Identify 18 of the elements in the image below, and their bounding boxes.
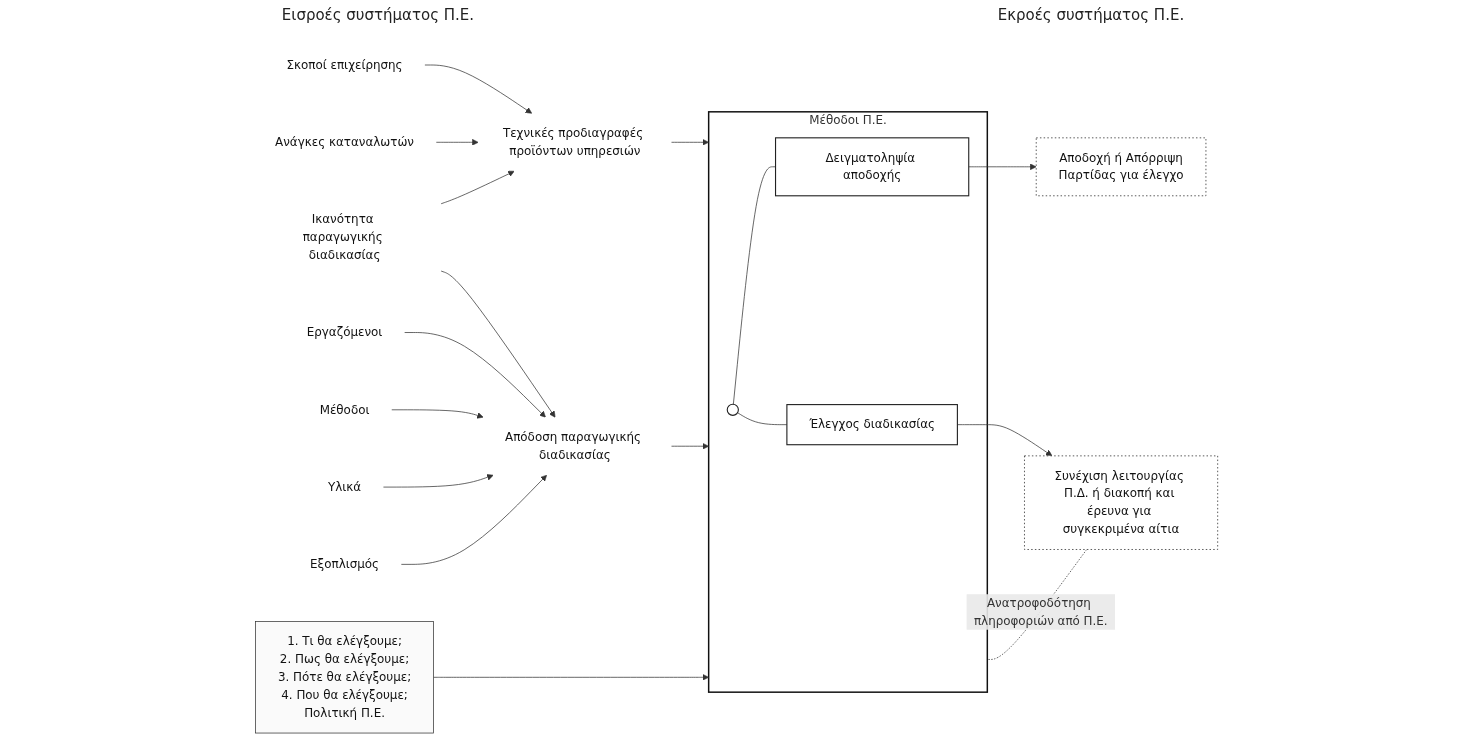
node-text: Υλικά — [328, 479, 362, 494]
node-box: 1. Τι θα ελέγξουμε; 2. Πως θα ελέγξουμε; 3. Πότε θα ελέγξουμε; 4. Που θα ελέγξουμε; Πολιτική Π.Ε. — [255, 621, 435, 734]
node-text: Ικανότητα παραγωγικής διαδικασίας — [302, 212, 383, 262]
node-box: Έλεγχος διαδικασίας — [786, 404, 959, 446]
section-heading: Εισροές συστήματος Π.Ε. — [281, 6, 475, 26]
node-text: Απόδοση παραγωγικής διαδικασίας — [505, 429, 642, 462]
node-box: Αποδοχή ή Απόρριψη Παρτίδας για έλεγχο — [1036, 137, 1207, 197]
node-text: Μέθοδοι — [319, 402, 370, 417]
connector — [737, 412, 788, 426]
section-heading: Εκροές συστήματος Π.Ε. — [997, 6, 1185, 26]
node-box: Συνέχιση λειτουργίας Π.Δ. ή διακοπή και έρευνα για συγκεκριμένα αίτια — [1024, 455, 1219, 550]
node-text: Εργαζόμενοι — [306, 325, 383, 340]
node-text: Ανάγκες καταναλωτών — [275, 134, 415, 149]
node-text: Εξοπλισμός — [310, 556, 380, 572]
node-box: Δειγματοληψία αποδοχής — [775, 137, 970, 197]
node-text: Σκοποί επιχείρησης — [286, 57, 403, 72]
node-circle — [726, 403, 740, 416]
node-text: Τεχνικές προδιαγραφές προϊόντων υπηρεσιών — [503, 125, 644, 158]
